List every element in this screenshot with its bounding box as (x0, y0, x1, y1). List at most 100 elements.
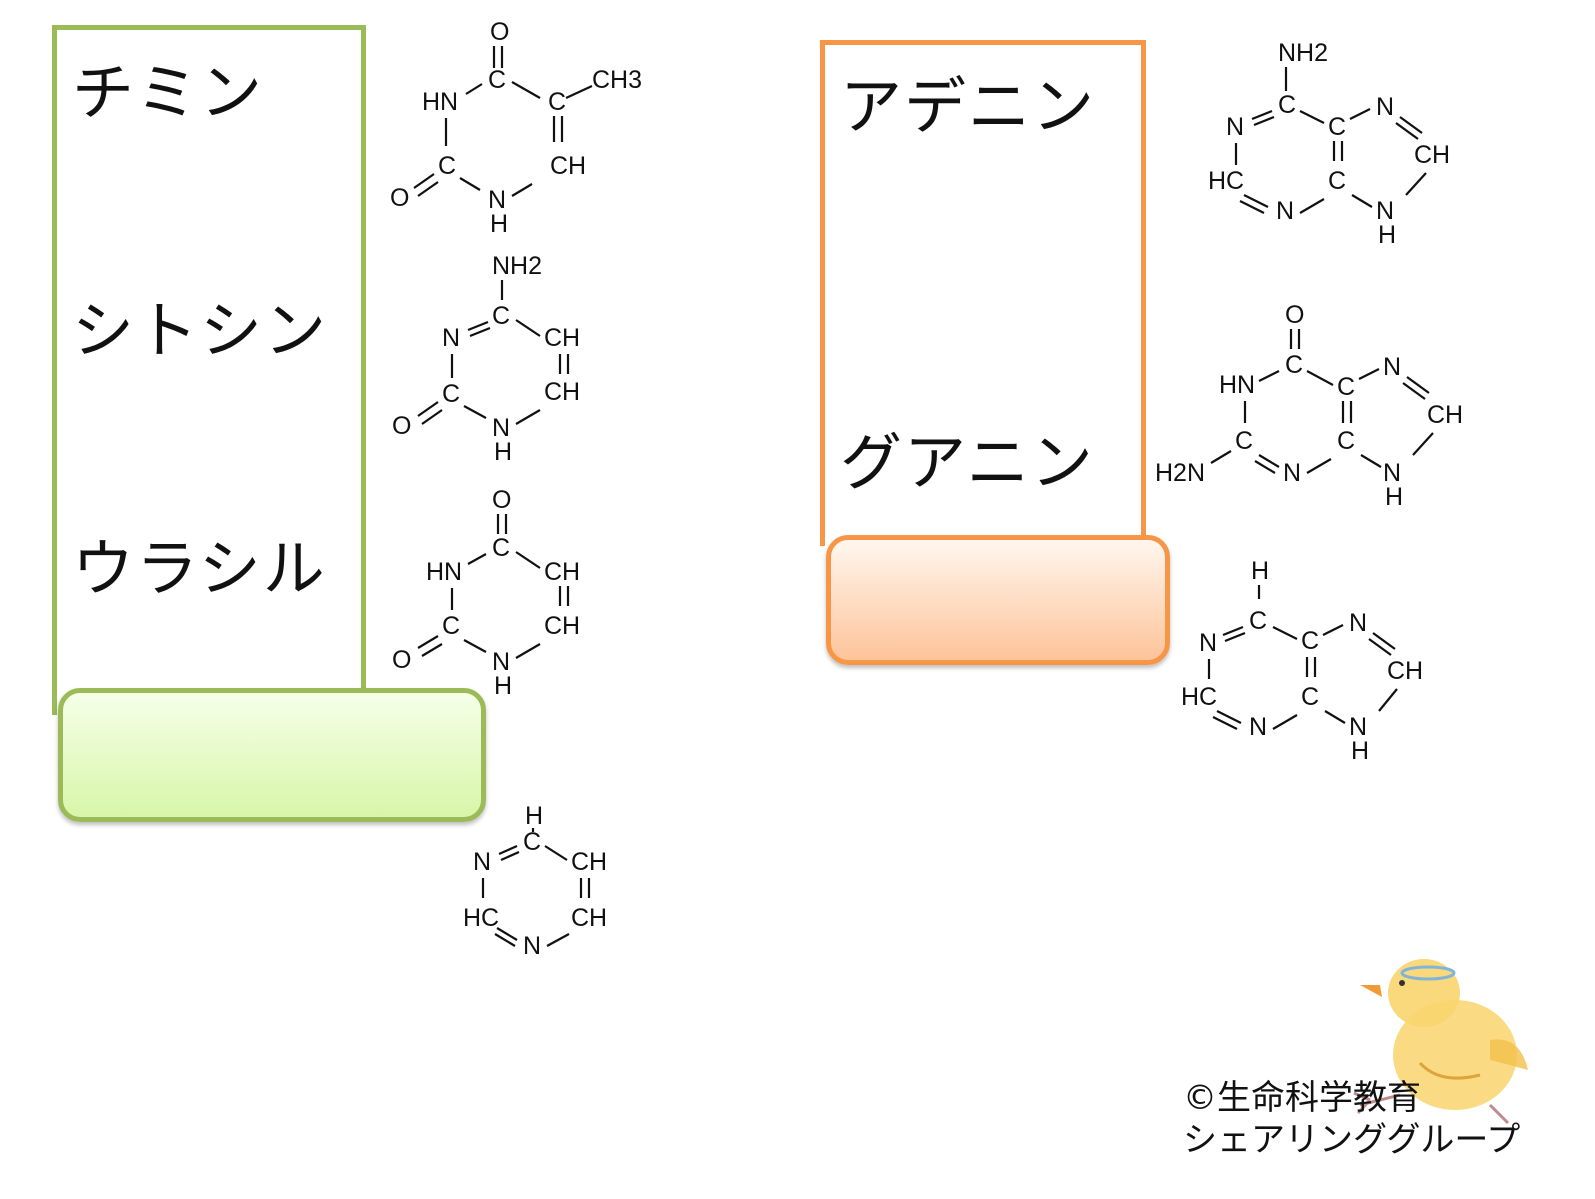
atom-label: NH2 (1278, 39, 1328, 67)
atom-label: N (1283, 459, 1301, 487)
purine-answer-box (826, 535, 1170, 665)
bond-line (421, 409, 443, 425)
bond-line (1258, 370, 1280, 382)
atom-label: C (492, 534, 510, 562)
thymine-structure: O C HN C CH3 C CH O N H (390, 18, 642, 238)
bond-line (1358, 368, 1380, 380)
atom-label: H (1351, 737, 1369, 765)
bond-line (515, 409, 541, 425)
bond-line (1299, 198, 1325, 214)
bond-line (511, 81, 541, 99)
atom-label: N (1383, 459, 1401, 487)
atom-label: N (1349, 609, 1367, 637)
atom-label: C (492, 302, 510, 330)
cytosine-label: シトシン (72, 294, 329, 367)
atom-label: CH (544, 324, 580, 352)
atom-label: HC (1208, 167, 1244, 195)
bond-line (1306, 458, 1332, 474)
bond-line (1306, 370, 1334, 386)
atom-label: C (1328, 113, 1346, 141)
bond-line (544, 845, 568, 861)
bond-line (413, 173, 435, 189)
purine-group-box (820, 40, 1146, 546)
bond-line (1399, 116, 1423, 134)
atom-label: N (1383, 353, 1401, 381)
atom-label: CH (544, 612, 580, 640)
purine-structure: H C N C N CH HC C N N H (1181, 557, 1423, 765)
bond-line (1216, 710, 1242, 724)
atom-label: N (1376, 93, 1394, 121)
bond-line (515, 551, 541, 569)
pyrimidine-answer-box (58, 688, 486, 822)
adenine-structure: NH2 C N C N CH HC C N N H (1208, 39, 1450, 249)
bond-line (1405, 172, 1427, 196)
atom-label: C (523, 828, 541, 856)
bond-line (1349, 108, 1371, 120)
adenine-label: アデニン (840, 70, 1097, 143)
bond-line (463, 405, 487, 419)
atom-label: C (1301, 683, 1319, 711)
atom-label: CH (544, 378, 580, 406)
atom-label: CH (1427, 401, 1463, 429)
bond-line (1253, 115, 1275, 127)
atom-label: CH (571, 904, 607, 932)
atom-label: NH2 (492, 252, 542, 280)
atom-label: N (473, 848, 491, 876)
atom-label: O (392, 412, 411, 440)
atom-label: C (442, 612, 460, 640)
pyrimidine-structure: H C N CH HC CH N (463, 802, 607, 960)
atom-label: N (488, 186, 506, 214)
atom-label: N (523, 932, 541, 960)
atom-label: C (1285, 351, 1303, 379)
atom-label: H (494, 672, 512, 700)
atom-label: C (1249, 607, 1267, 635)
atom-label: H (1251, 557, 1269, 585)
bond-line (1251, 109, 1273, 121)
atom-label: C (1337, 373, 1355, 401)
atom-label: O (492, 486, 511, 514)
atom-label: C (438, 152, 456, 180)
bond-line (469, 326, 491, 338)
atom-label: N (492, 414, 510, 442)
atom-label: CH (544, 558, 580, 586)
bond-line (1254, 460, 1276, 474)
guanine-structure: O C HN C N CH C C H2N N N H (1155, 301, 1463, 511)
atom-label: N (1349, 713, 1367, 741)
bond-line (421, 643, 443, 657)
bond-line (1224, 631, 1246, 643)
bond-line (459, 177, 481, 191)
atom-label: C (1235, 427, 1253, 455)
thymine-label: チミン (72, 56, 265, 129)
bond-line (1239, 200, 1265, 214)
atom-label: N (1276, 197, 1294, 225)
bond-line (498, 844, 518, 856)
credit-line-1: ©生命科学教育 (1183, 1078, 1421, 1118)
atom-label: H (1378, 221, 1396, 249)
bond-line (1272, 626, 1298, 640)
atom-label: C (1278, 91, 1296, 119)
bond-line (546, 933, 570, 947)
bond-line (463, 639, 487, 653)
atom-label: N (1199, 629, 1217, 657)
credit-line-2: シェアリンググループ (1183, 1120, 1521, 1160)
atom: O (490, 18, 509, 46)
bond-line (1210, 450, 1232, 464)
atom-label: N (1376, 197, 1394, 225)
uracil-label: ウラシル (72, 532, 327, 605)
atom-label: O (392, 646, 411, 674)
bond-line (1378, 688, 1398, 712)
atom-label: H (494, 438, 512, 466)
atom-label: CH (550, 152, 586, 180)
bond-line (417, 635, 439, 649)
atom-label: H (1385, 483, 1403, 511)
atom-label: CH (1387, 657, 1423, 685)
atom-label: N (1226, 113, 1244, 141)
atom-label: C (1328, 167, 1346, 195)
bond-line (511, 183, 533, 197)
atom-label: C (1337, 427, 1355, 455)
bond-line (467, 320, 489, 332)
bond-line (467, 553, 487, 565)
atom-label: H (490, 210, 508, 238)
bond-line (515, 319, 541, 337)
atom-label: HC (1181, 683, 1217, 711)
